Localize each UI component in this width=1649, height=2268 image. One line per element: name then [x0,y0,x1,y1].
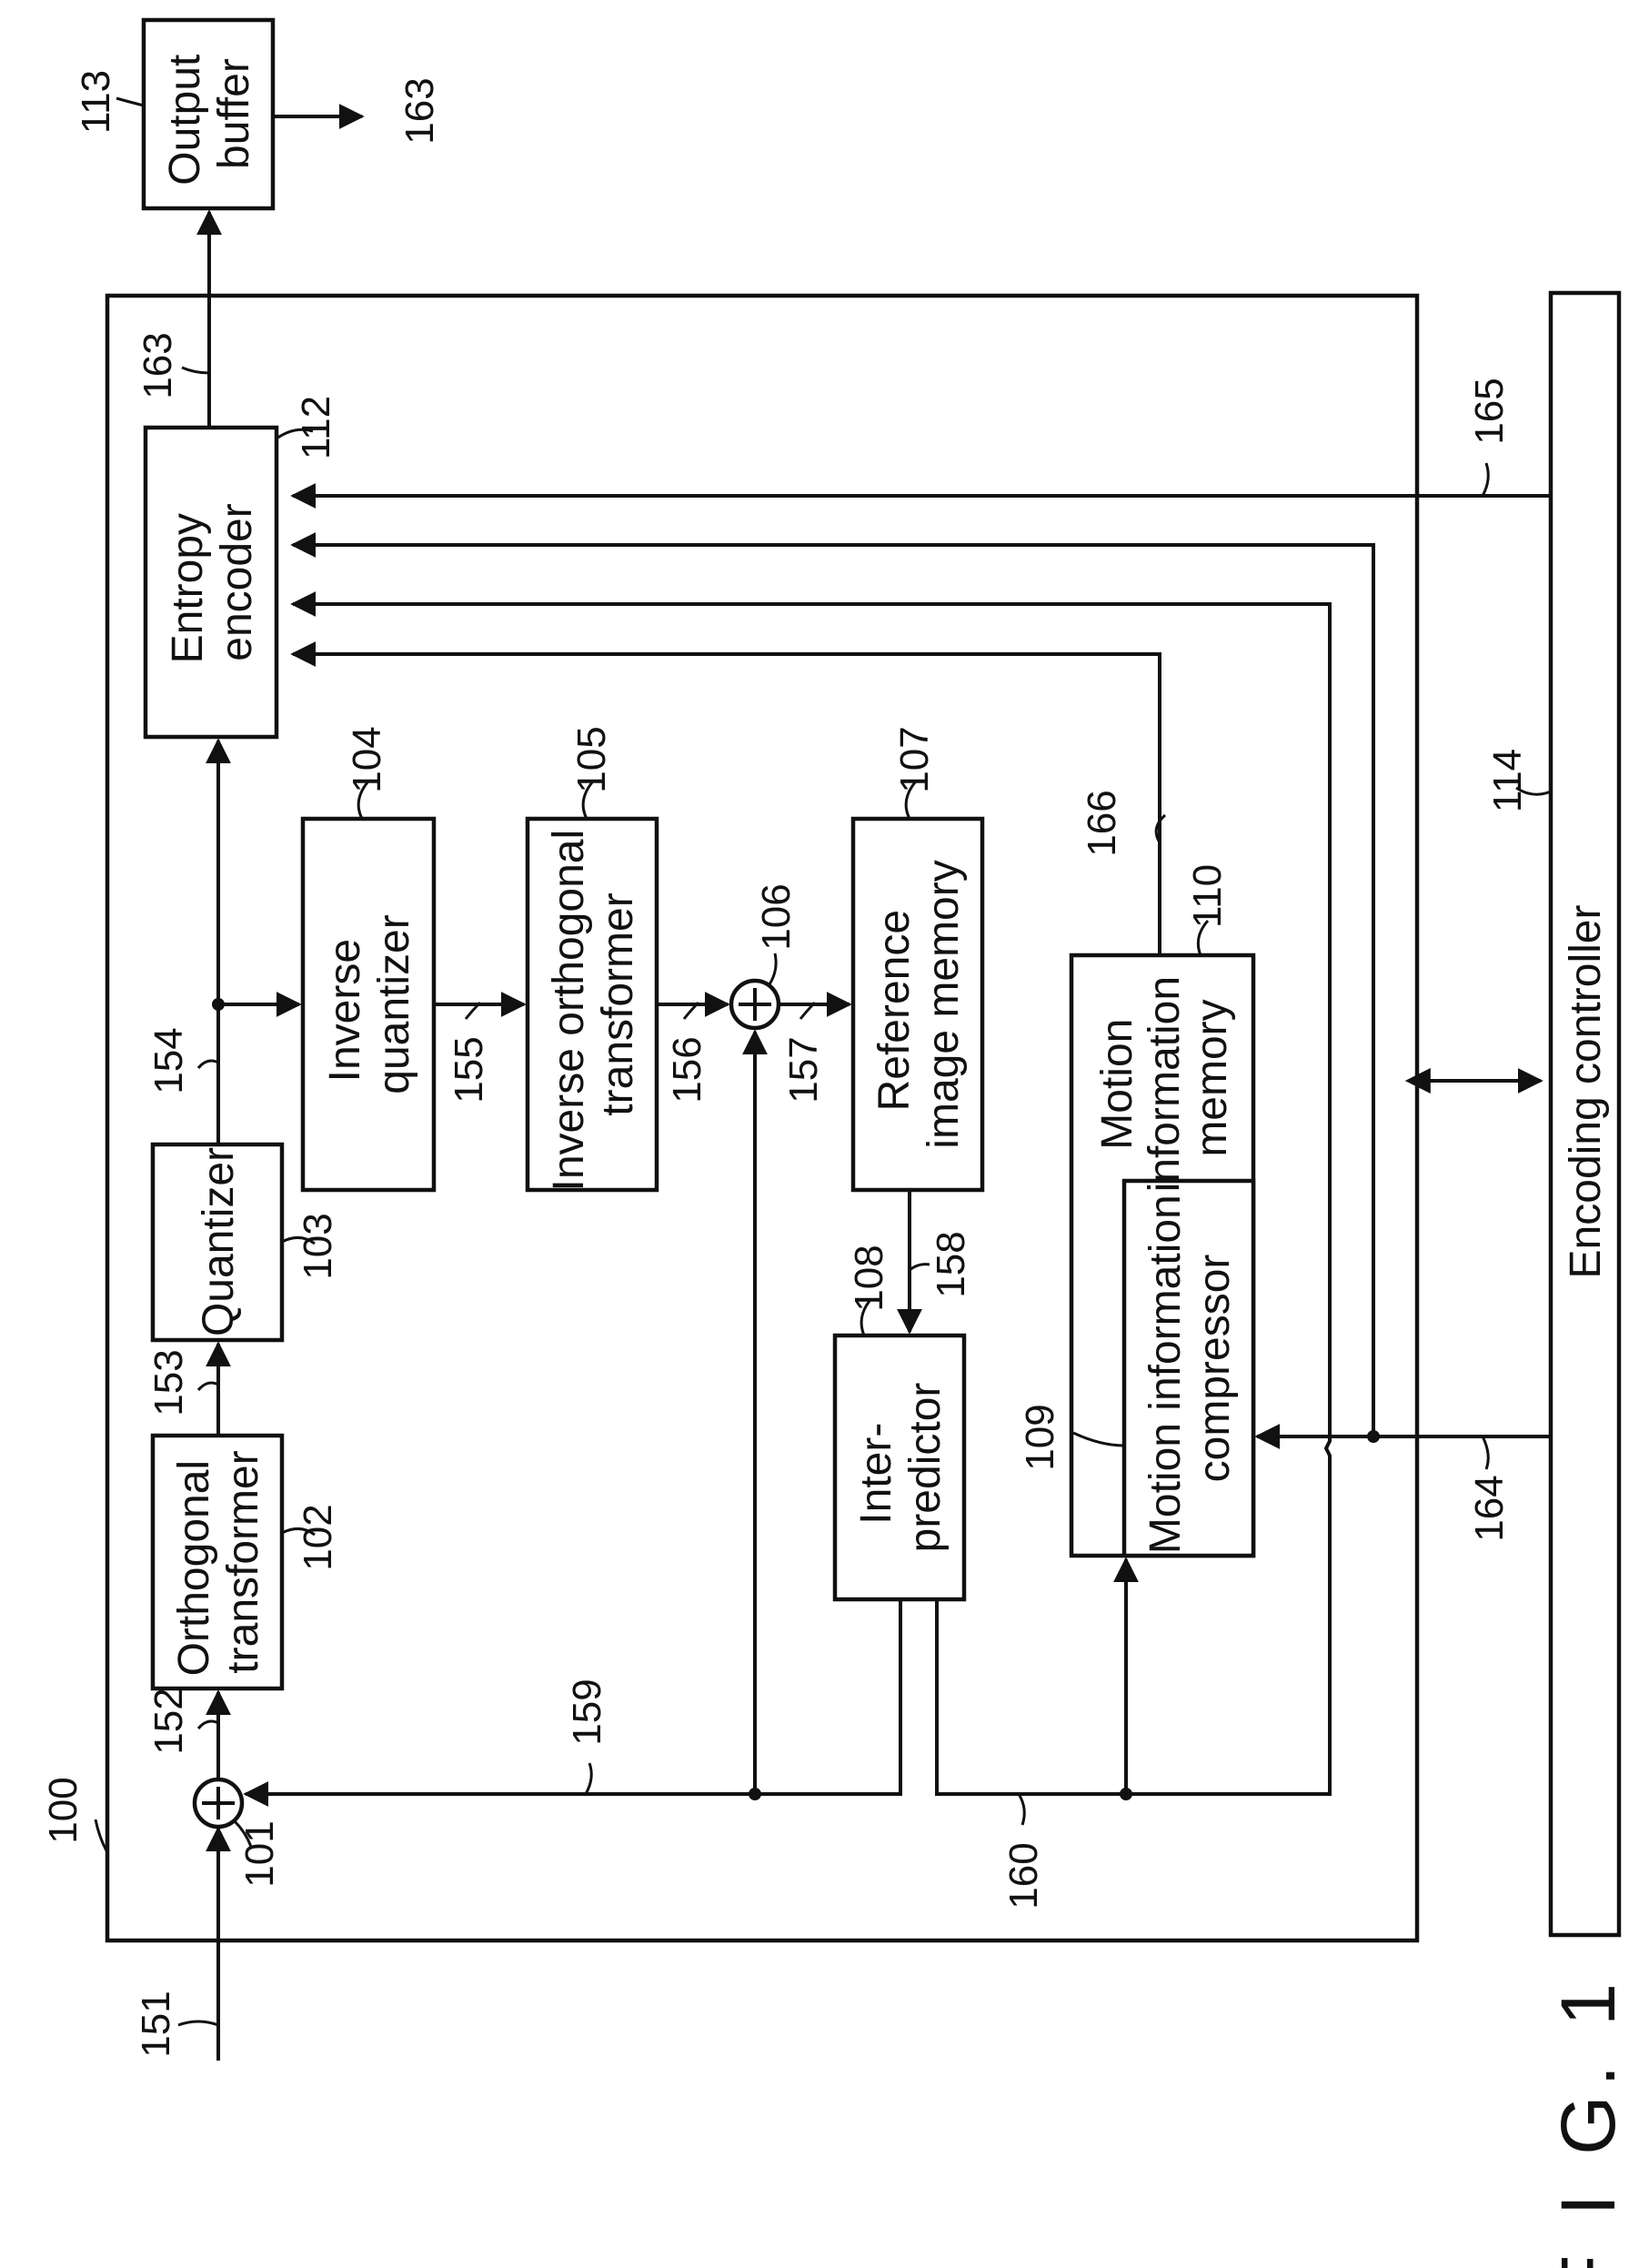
label-165: 165 [1467,378,1512,444]
figure-label: F I G. 1 [1545,1974,1631,2268]
label-158: 158 [929,1231,973,1297]
ref-109: 109 [1018,1404,1062,1470]
label-151: 151 [134,1991,178,2057]
leader-153 [198,1383,218,1390]
ref-106: 106 [754,883,799,950]
ref-101: 101 [237,1820,282,1887]
label-157: 157 [781,1036,826,1103]
ref-113: 113 [74,70,118,134]
leader-106 [769,953,776,984]
subtractor-101 [195,1779,242,1827]
reference-image-memory-label: Reference image memory [870,860,968,1148]
quantizer-label: Quantizer [195,1147,243,1336]
leader-154 [198,1061,218,1068]
label-155: 155 [447,1036,491,1103]
leader-158 [910,1265,930,1270]
ref-103: 103 [296,1213,340,1279]
label-163-out: 163 [397,77,442,144]
leader-159 [586,1763,591,1794]
label-156: 156 [665,1036,709,1103]
inverse-quantizer-label: Inverse quantizer [321,914,418,1094]
label-152: 152 [146,1688,191,1754]
entropy-encoder-label: Entropy encoder [164,501,261,664]
label-166: 166 [1080,790,1124,856]
junction-160 [1120,1788,1132,1800]
output-buffer-label: Output buffer [161,42,258,185]
label-164: 164 [1467,1475,1512,1541]
leader-160 [1019,1794,1024,1825]
leader-113 [116,98,144,106]
label-159: 159 [565,1678,609,1745]
leader-151 [178,2021,218,2025]
ref-110: 110 [1185,864,1230,928]
label-163-in: 163 [136,332,180,398]
junction-159 [749,1788,761,1800]
orthogonal-transformer-label: Orthogonal transformer [170,1448,267,1677]
leader-165 [1483,463,1488,496]
ref-114: 114 [1485,749,1530,812]
adder-106 [731,981,779,1028]
ref-104: 104 [345,726,389,792]
ref-108: 108 [847,1245,891,1311]
ref-100: 100 [41,1777,85,1843]
label-154: 154 [146,1027,191,1094]
ref-107: 107 [892,726,937,792]
ref-105: 105 [569,726,614,792]
leader-164 [1483,1436,1488,1469]
leader-152 [198,1721,218,1729]
leader-163-in [182,368,209,373]
label-160: 160 [1001,1842,1046,1909]
encoding-controller-label: Encoding controller [1562,905,1610,1279]
ref-102: 102 [296,1504,340,1570]
label-153: 153 [146,1349,191,1416]
ref-112: 112 [294,396,338,459]
